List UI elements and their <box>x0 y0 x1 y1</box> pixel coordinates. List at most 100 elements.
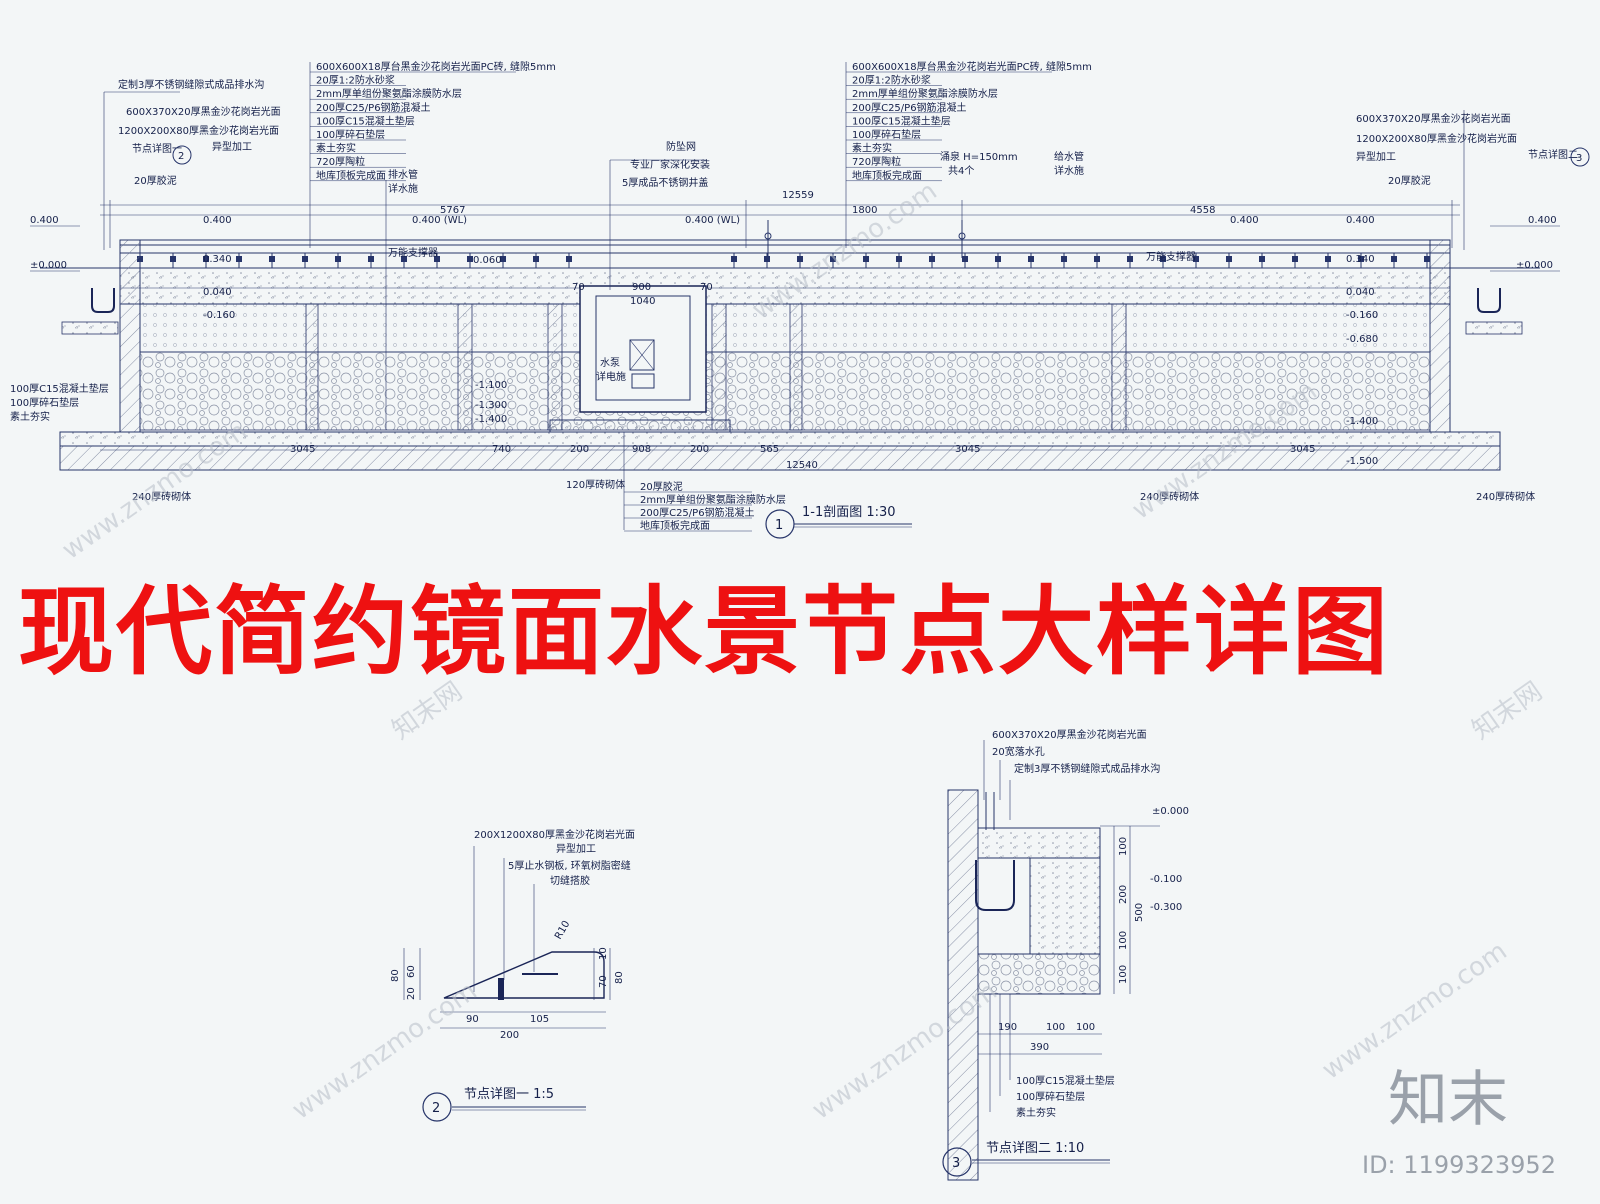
elev-l-1400: -1.400 <box>475 414 507 425</box>
note-spring-count: 共4个 <box>948 165 974 177</box>
d2-h-190: 190 <box>998 1022 1017 1033</box>
pier <box>1111 303 1127 431</box>
d1-dim-10: 10 <box>598 947 609 960</box>
pedestal <box>500 253 506 268</box>
pedestal <box>764 253 770 268</box>
d1-note-joint: 切缝搭胶 <box>550 874 590 887</box>
elev-wl-2: 0.400 (WL) <box>685 215 740 226</box>
leader-note: 100厚碎石垫层 <box>852 128 921 141</box>
note-spring: 涌泉 H=150mm <box>940 150 1018 163</box>
dim-b-740: 740 <box>492 444 511 455</box>
detail-ref-2: 2 <box>178 151 184 162</box>
pump-label: 水泵 <box>600 357 620 369</box>
elev-wl-1: 0.400 (WL) <box>412 215 467 226</box>
leader-note: 2mm厚单组份聚氨酯涂膜防水层 <box>316 87 462 100</box>
note-supply: 给水管 <box>1054 150 1084 163</box>
pedestal <box>995 253 1001 268</box>
pedestal-supports <box>137 253 1430 268</box>
water-stop-plate <box>498 978 504 1000</box>
dim-b-200b: 200 <box>690 444 709 455</box>
d1-index: 2 <box>432 1101 440 1116</box>
pedestal <box>1127 253 1133 268</box>
elev-r-0340: 0.340 <box>1346 254 1375 265</box>
note-net: 防坠网 <box>666 140 696 153</box>
dim-b-3045-1: 3045 <box>290 444 315 455</box>
pit-70-r: 70 <box>700 282 713 293</box>
leader-note: 20厚1:2防水砂浆 <box>852 74 931 87</box>
pedestal <box>1061 253 1067 268</box>
pedestal <box>170 253 176 268</box>
dim-1800: 1800 <box>852 205 877 216</box>
brand-logo-text: 知末 <box>1388 1065 1508 1135</box>
section-1-1: 5767 12559 1800 4558 水泵 详电施 900 1040 70 … <box>10 60 1590 539</box>
leader-notes-right: 600X600X18厚台黑金沙花岗岩光面PC砖, 缝隙5mm20厚1:2防水砂浆… <box>846 60 1092 182</box>
pedestal <box>368 253 374 268</box>
edge-r-stone1: 600X370X20厚黑金沙花岗岩光面 <box>1356 112 1511 125</box>
pedestal <box>830 253 836 268</box>
leader-note: 600X600X18厚台黑金沙花岗岩光面PC砖, 缝隙5mm <box>316 60 556 73</box>
edge-l-mortar: 20厚胶泥 <box>134 174 177 187</box>
pedestal <box>1094 253 1100 268</box>
pedestal <box>1226 253 1232 268</box>
pedestal <box>1424 253 1430 268</box>
leader-note: 素土夯实 <box>316 142 356 155</box>
d2-drain-channel <box>975 860 1015 911</box>
d1-dim-200: 200 <box>500 1030 519 1041</box>
d2-coping <box>977 827 1101 859</box>
elev-r-0400: 0.400 <box>1528 215 1557 226</box>
elev-r-1400: -1.400 <box>1346 416 1378 427</box>
pedestal <box>1160 253 1166 268</box>
pit-1040: 1040 <box>630 296 655 307</box>
pedestal <box>467 253 473 268</box>
pier <box>789 303 803 431</box>
d1-dim-90: 90 <box>466 1014 479 1025</box>
leader-note: 素土夯实 <box>852 142 892 155</box>
elev-r-1500: -1.500 <box>1346 456 1378 467</box>
section-index: 1 <box>775 518 783 533</box>
pedestal <box>434 253 440 268</box>
pump-note: 详电施 <box>596 370 626 383</box>
note-wall-l: 240厚砖砌体 <box>132 490 191 503</box>
pedestal <box>1259 253 1265 268</box>
elev-r-0400b: 0.400 <box>1230 215 1259 226</box>
d1-note-shape: 异型加工 <box>556 842 596 855</box>
note-net-detail: 专业厂家深化安装 <box>630 158 710 171</box>
leader-note: 20厚1:2防水砂浆 <box>316 74 395 87</box>
elev-r-0040: 0.040 <box>1346 287 1375 298</box>
d1-dim-80a: 80 <box>390 969 401 982</box>
leader-note: 200厚C25/P6钢筋混凝土 <box>852 101 967 114</box>
section-title: 1-1剖面图 1:30 <box>802 505 896 520</box>
leader-note: 100厚C15混凝土垫层 <box>316 114 415 127</box>
note-wall-r: 240厚砖砌体 <box>1140 490 1199 503</box>
pedestal <box>929 253 935 268</box>
edge-r-detail: 节点详图二 <box>1528 148 1578 161</box>
pedestal <box>1028 253 1034 268</box>
d1-dim-105: 105 <box>530 1014 549 1025</box>
pier <box>711 303 727 431</box>
edge-l-stone1: 600X370X20厚黑金沙花岗岩光面 <box>126 105 281 118</box>
pedestal <box>1292 253 1298 268</box>
d2-elev-2: -0.300 <box>1150 902 1182 913</box>
d2-elev-0: ±0.000 <box>1152 806 1189 817</box>
note-wall-mid: 120厚砖砌体 <box>566 478 625 491</box>
elev-l-0000: ±0.000 <box>30 260 67 271</box>
leader-note: 地库顶板完成面 <box>316 169 386 182</box>
watermark-site-6: www.znzmo.com <box>1317 936 1513 1086</box>
dim-b-200: 200 <box>570 444 589 455</box>
elev-l-1100: -1.100 <box>475 380 507 391</box>
elev-l-0040: 0.040 <box>203 287 232 298</box>
d1-dim-80b: 80 <box>614 971 625 984</box>
dim-5767: 5767 <box>440 205 465 216</box>
edge-l-detail: 节点详图一 <box>132 142 182 155</box>
leader-note: 600X600X18厚台黑金沙花岗岩光面PC砖, 缝隙5mm <box>852 60 1092 73</box>
leader-note: 720厚陶粒 <box>316 155 365 168</box>
leader-note: 100厚C15混凝土垫层 <box>852 114 951 127</box>
dim-total: 12540 <box>786 460 818 471</box>
detail-ref-3: 3 <box>1576 153 1582 164</box>
d2-wall <box>947 789 979 1181</box>
pier <box>457 303 473 431</box>
side-layer-note: 100厚碎石垫层 <box>10 396 79 409</box>
pedestal <box>797 253 803 268</box>
pedestal <box>1193 253 1199 268</box>
